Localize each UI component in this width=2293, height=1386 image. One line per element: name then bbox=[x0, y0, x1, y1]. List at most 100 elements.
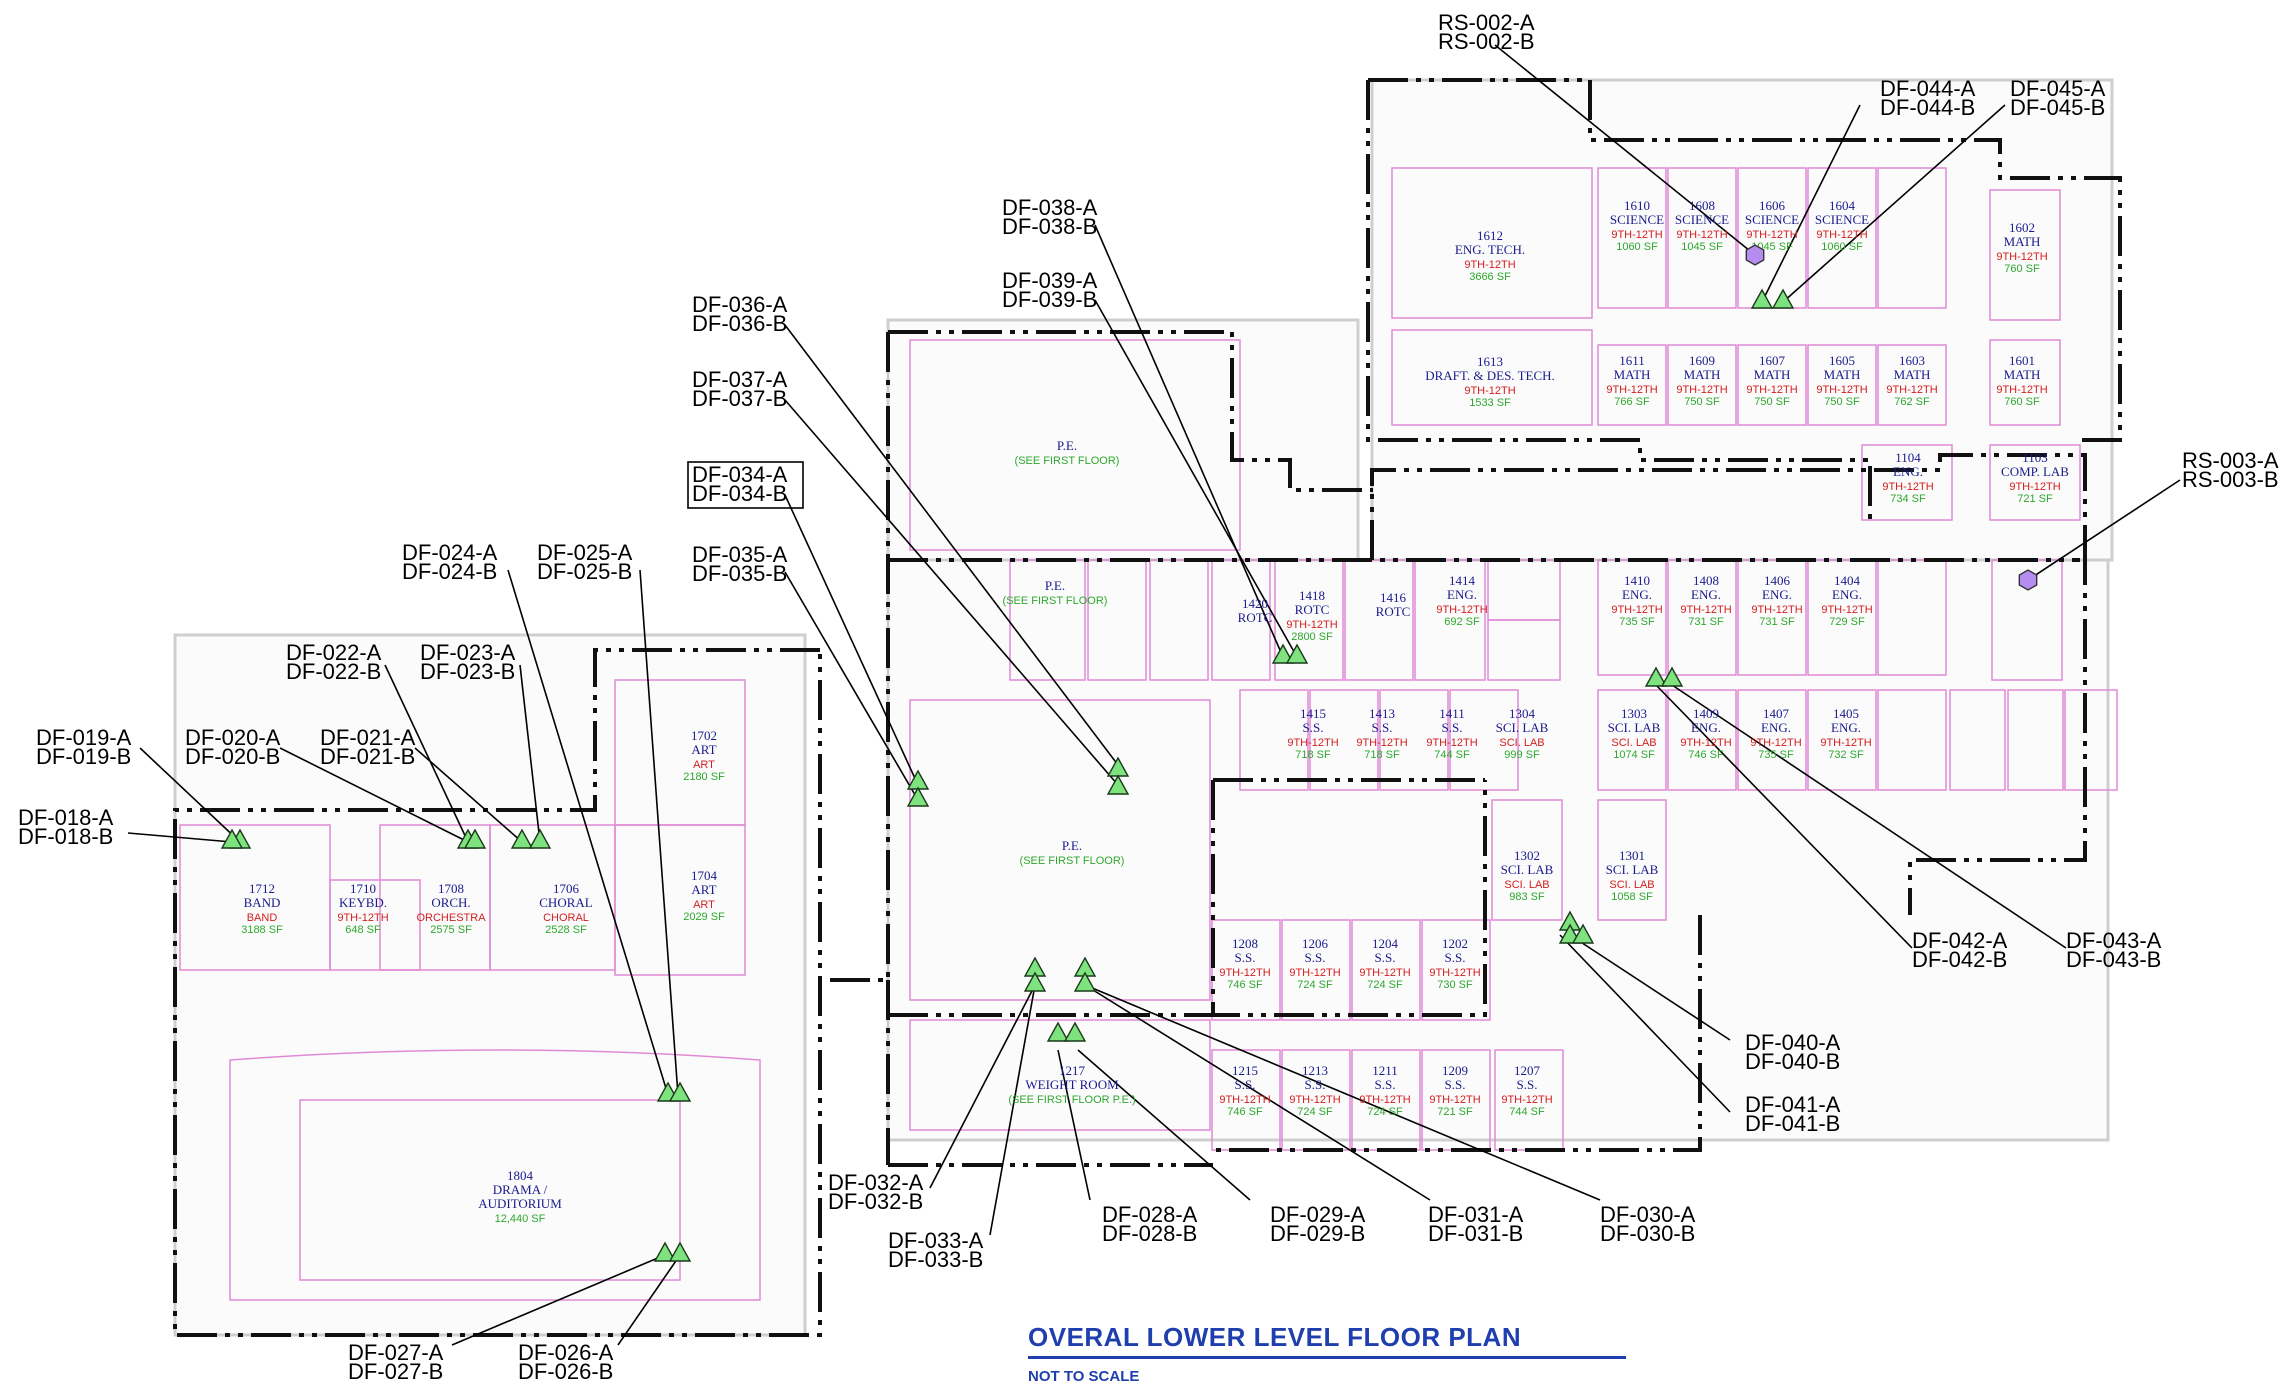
room-name-line: 1302 bbox=[1514, 848, 1540, 863]
room-name-line: 1613 bbox=[1477, 354, 1503, 369]
df-marker-triangle-icon[interactable] bbox=[1063, 1021, 1087, 1042]
df-marker-triangle-icon[interactable] bbox=[1571, 923, 1595, 944]
room-name-line: MATH bbox=[1684, 367, 1721, 382]
df-marker-triangle-icon[interactable] bbox=[906, 786, 930, 807]
df-marker-triangle-icon[interactable] bbox=[1023, 971, 1047, 992]
room-area: 746 SF bbox=[1688, 749, 1724, 761]
room-area: 3666 SF bbox=[1469, 271, 1511, 283]
room-grade: 9TH-12TH bbox=[1996, 384, 2047, 396]
room-name-line: 1712 bbox=[249, 881, 275, 896]
callout-text: DF-023-A bbox=[420, 640, 516, 665]
callout-text: DF-036-A bbox=[692, 292, 788, 317]
room-label: P.E.(SEE FIRST FLOOR) bbox=[1020, 838, 1125, 867]
room-area: (SEE FIRST FLOOR) bbox=[1020, 855, 1125, 867]
callout-box bbox=[687, 461, 804, 509]
df-marker-triangle-icon[interactable] bbox=[1271, 643, 1295, 664]
callout-text: DF-029-A bbox=[1270, 1202, 1366, 1227]
room-grade: 9TH-12TH bbox=[1501, 1094, 1552, 1106]
callout-text: DF-039-A bbox=[1002, 268, 1098, 293]
callout-label-df037: DF-037-ADF-037-B bbox=[692, 367, 788, 411]
callout-text: DF-042-B bbox=[1912, 947, 2007, 972]
callout-text: DF-038-B bbox=[1002, 214, 1097, 239]
callout-text: DF-035-A bbox=[692, 542, 788, 567]
room-area: (SEE FIRST FLOOR) bbox=[1015, 455, 1120, 467]
callout-text: DF-024-B bbox=[402, 559, 497, 584]
room-grade: 9TH-12TH bbox=[1464, 385, 1515, 397]
room-name-line: ART bbox=[691, 742, 716, 757]
room-name-line: SCI. LAB bbox=[1501, 862, 1554, 877]
room-area: 1060 SF bbox=[1821, 241, 1863, 253]
callout-text: DF-031-A bbox=[1428, 1202, 1524, 1227]
room-name-line: SCI. LAB bbox=[1606, 862, 1659, 877]
df-marker-triangle-icon[interactable] bbox=[220, 828, 244, 849]
df-marker-triangle-icon[interactable] bbox=[668, 1241, 692, 1262]
df-marker-triangle-icon[interactable] bbox=[1046, 1021, 1070, 1042]
df-marker-triangle-icon[interactable] bbox=[1750, 288, 1774, 309]
df-marker-triangle-icon[interactable] bbox=[1106, 774, 1130, 795]
room-name-line: 1606 bbox=[1759, 198, 1786, 213]
room-area: 2180 SF bbox=[683, 771, 725, 783]
room-name-line: 1409 bbox=[1693, 706, 1719, 721]
df-marker-triangle-icon[interactable] bbox=[1660, 666, 1684, 687]
callout-text: DF-027-A bbox=[348, 1340, 444, 1365]
room-name-line: SCIENCE bbox=[1745, 212, 1799, 227]
room-name-line: MATH bbox=[1824, 367, 1861, 382]
room-name-line: 1209 bbox=[1442, 1063, 1468, 1078]
df-marker-triangle-icon[interactable] bbox=[1771, 288, 1795, 309]
callout-text: DF-026-A bbox=[518, 1340, 614, 1365]
df-marker-triangle-icon[interactable] bbox=[463, 828, 487, 849]
room-area: 730 SF bbox=[1437, 979, 1473, 991]
callout-text: DF-043-A bbox=[2066, 928, 2162, 953]
callout-text: DF-031-B bbox=[1428, 1221, 1523, 1246]
callout-text: DF-028-B bbox=[1102, 1221, 1197, 1246]
room-name-line: ROTC bbox=[1295, 602, 1330, 617]
df-marker-triangle-icon[interactable] bbox=[653, 1241, 677, 1262]
room-grade: 9TH-12TH bbox=[1359, 967, 1410, 979]
room-area: 744 SF bbox=[1434, 749, 1470, 761]
room-grade: 9TH-12TH bbox=[1436, 604, 1487, 616]
room-area: 744 SF bbox=[1509, 1106, 1545, 1118]
room-area: 2029 SF bbox=[683, 911, 725, 923]
room-name-line: 1413 bbox=[1369, 706, 1395, 721]
df-marker-triangle-icon[interactable] bbox=[1285, 643, 1309, 664]
rs-marker-hexagon-icon[interactable] bbox=[1745, 244, 1765, 266]
room-grade: 9TH-12TH bbox=[1356, 737, 1407, 749]
df-marker-triangle-icon[interactable] bbox=[668, 1081, 692, 1102]
callout-label-df020: DF-020-ADF-020-B bbox=[185, 725, 281, 769]
room-name-line: ENG. bbox=[1893, 464, 1923, 479]
room-name-line: 1213 bbox=[1302, 1063, 1328, 1078]
room-grade: 9TH-12TH bbox=[1426, 737, 1477, 749]
df-marker-triangle-icon[interactable] bbox=[510, 828, 534, 849]
callout-text: DF-038-A bbox=[1002, 195, 1098, 220]
room-name-line: 1608 bbox=[1689, 198, 1715, 213]
callout-text: DF-020-A bbox=[185, 725, 281, 750]
room-name-line: SCIENCE bbox=[1610, 212, 1664, 227]
callout-label-df039: DF-039-ADF-039-B bbox=[1002, 268, 1098, 312]
df-marker-triangle-icon[interactable] bbox=[528, 828, 552, 849]
room-name-line: ORCH. bbox=[431, 895, 470, 910]
room-grade: 9TH-12TH bbox=[1816, 229, 1867, 241]
callout-label-rs003: RS-003-ARS-003-B bbox=[2182, 448, 2279, 492]
room-name-line: DRAFT. & DES. TECH. bbox=[1425, 368, 1555, 383]
df-marker-triangle-icon[interactable] bbox=[1073, 971, 1097, 992]
room-name-line: S.S. bbox=[1235, 1077, 1256, 1092]
callout-text: DF-040-A bbox=[1745, 1030, 1841, 1055]
room-area: 718 SF bbox=[1364, 749, 1400, 761]
callout-text: DF-034-B bbox=[692, 481, 787, 506]
df-marker-triangle-icon[interactable] bbox=[1644, 666, 1668, 687]
rs-marker-hexagon-icon[interactable] bbox=[2018, 569, 2038, 591]
